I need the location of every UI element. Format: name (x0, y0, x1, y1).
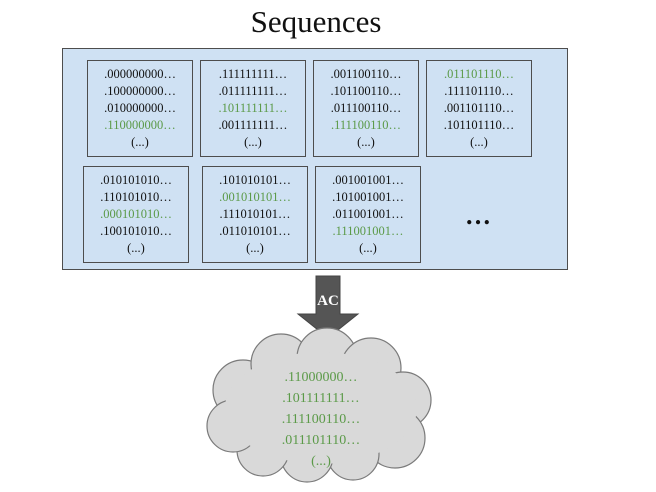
sequence-line: .001101110… (443, 101, 515, 115)
cloud-line: (...) (311, 454, 331, 469)
sequence-line: .110000000… (104, 118, 176, 132)
sequence-line: .001010101… (219, 190, 291, 204)
sequence-line: .011100110… (330, 101, 402, 115)
cloud-line: .101111111… (282, 391, 360, 406)
sequence-box: .001100110… .101100110… .011100110… .111100… (313, 60, 419, 157)
sequence-line: .011101110… (443, 67, 515, 81)
sequence-line: .100101010… (100, 224, 172, 238)
cloud-line: .111100110… (281, 412, 361, 427)
sequence-box: .000000000… .100000000… .010000000… .110000… (87, 60, 193, 157)
sequence-line: .101111111… (218, 101, 288, 115)
sequence-line: .110101010… (100, 190, 172, 204)
sequence-line: (...) (244, 135, 262, 149)
cloud-line: .11000000… (284, 370, 358, 385)
sequence-line: (...) (359, 241, 377, 255)
sequence-line: .101010101… (219, 173, 291, 187)
sequence-line: .001001001… (332, 173, 404, 187)
sequence-line: .000000000… (104, 67, 176, 81)
sequence-box: .001001001… .101001001… .011001001… .111001… (315, 166, 421, 263)
sequence-box: .111111111… .011111111… .101111111… .001111… (200, 60, 306, 157)
sequence-box: .101010101… .001010101… .111010101… .011010… (202, 166, 308, 263)
sequence-line: .011111111… (218, 84, 288, 98)
sequence-line: .001100110… (330, 67, 402, 81)
cloud-line: .011101110… (281, 433, 361, 448)
arrow-label: AC (317, 293, 339, 309)
sequence-line: .111111111… (218, 67, 288, 81)
sequence-line: .101100110… (330, 84, 402, 98)
result-cloud (206, 327, 432, 483)
sequence-line: (...) (246, 241, 264, 255)
sequence-line: .010101010… (100, 173, 172, 187)
sequence-line: .011010101… (219, 224, 291, 238)
arrow-shape (296, 275, 360, 339)
sequence-line: (...) (131, 135, 149, 149)
sequence-box: .011101110… .111101110… .001101110… .101101… (426, 60, 532, 157)
sequence-line: .100000000… (104, 84, 176, 98)
sequence-line: .000101010… (100, 207, 172, 221)
cloud-sequence-list: .11000000… .101111111… .111100110… .0111… (238, 367, 404, 472)
sequence-box: .010101010… .110101010… .000101010… .100101… (83, 166, 189, 263)
sequence-line: .111001001… (332, 224, 404, 238)
sequence-line: .011001001… (332, 207, 404, 221)
sequence-line: .010000000… (104, 101, 176, 115)
diagram-title: Sequences (250, 4, 382, 39)
sequence-line: .001111111… (218, 118, 288, 132)
more-sequences-ellipsis: … (465, 201, 492, 230)
sequence-line: (...) (357, 135, 375, 149)
sequence-line: .111010101… (219, 207, 291, 221)
down-arrow (296, 275, 360, 339)
sequence-line: (...) (470, 135, 488, 149)
sequence-line: (...) (127, 241, 145, 255)
sequence-line: .101001001… (332, 190, 404, 204)
sequence-line: .101101110… (443, 118, 515, 132)
sequence-line: .111100110… (330, 118, 402, 132)
sequence-line: .111101110… (444, 84, 514, 98)
